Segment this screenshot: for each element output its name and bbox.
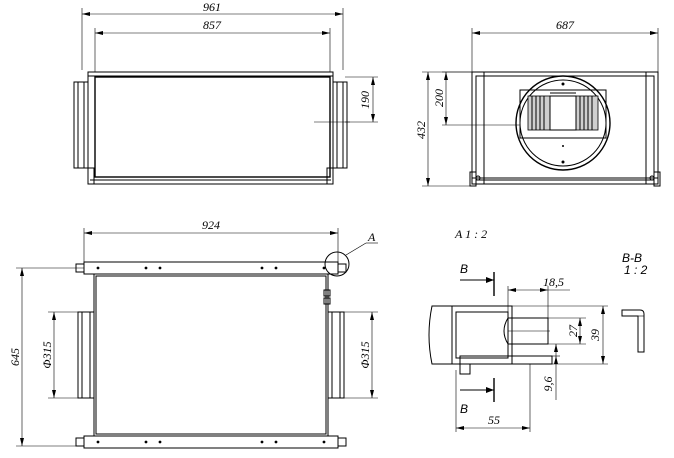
dim-857: 857 (203, 18, 222, 32)
dim-right-diameter: Φ315 (358, 341, 372, 368)
dim-27: 27 (566, 324, 580, 337)
dim-9-6: 9,6 (541, 377, 555, 392)
section-view: B-B 1 : 2 (621, 251, 648, 353)
section-mark-bottom: B (460, 402, 468, 416)
section-mark-top: B (460, 262, 468, 276)
dim-924: 924 (202, 218, 220, 232)
dim-55: 55 (488, 413, 500, 427)
side-view: 961 857 190 (73, 0, 378, 185)
dim-687: 687 (556, 18, 575, 32)
dim-432: 432 (414, 121, 428, 139)
section-scale: 1 : 2 (624, 263, 648, 277)
dim-39: 39 (588, 329, 602, 342)
dim-18-5: 18,5 (543, 275, 564, 289)
detail-view: A 1 : 2 B B 18,5 27 (428, 227, 608, 432)
front-view: 687 432 (414, 18, 661, 187)
detail-title: A 1 : 2 (454, 227, 487, 241)
dim-961: 961 (203, 0, 221, 14)
dim-190: 190 (358, 91, 372, 109)
plan-view: 924 (8, 218, 378, 449)
section-title: B-B (622, 251, 642, 265)
dim-645: 645 (8, 348, 22, 366)
dim-left-diameter: Φ315 (40, 341, 54, 368)
callout-a: A (367, 230, 376, 244)
dim-200: 200 (432, 89, 446, 107)
